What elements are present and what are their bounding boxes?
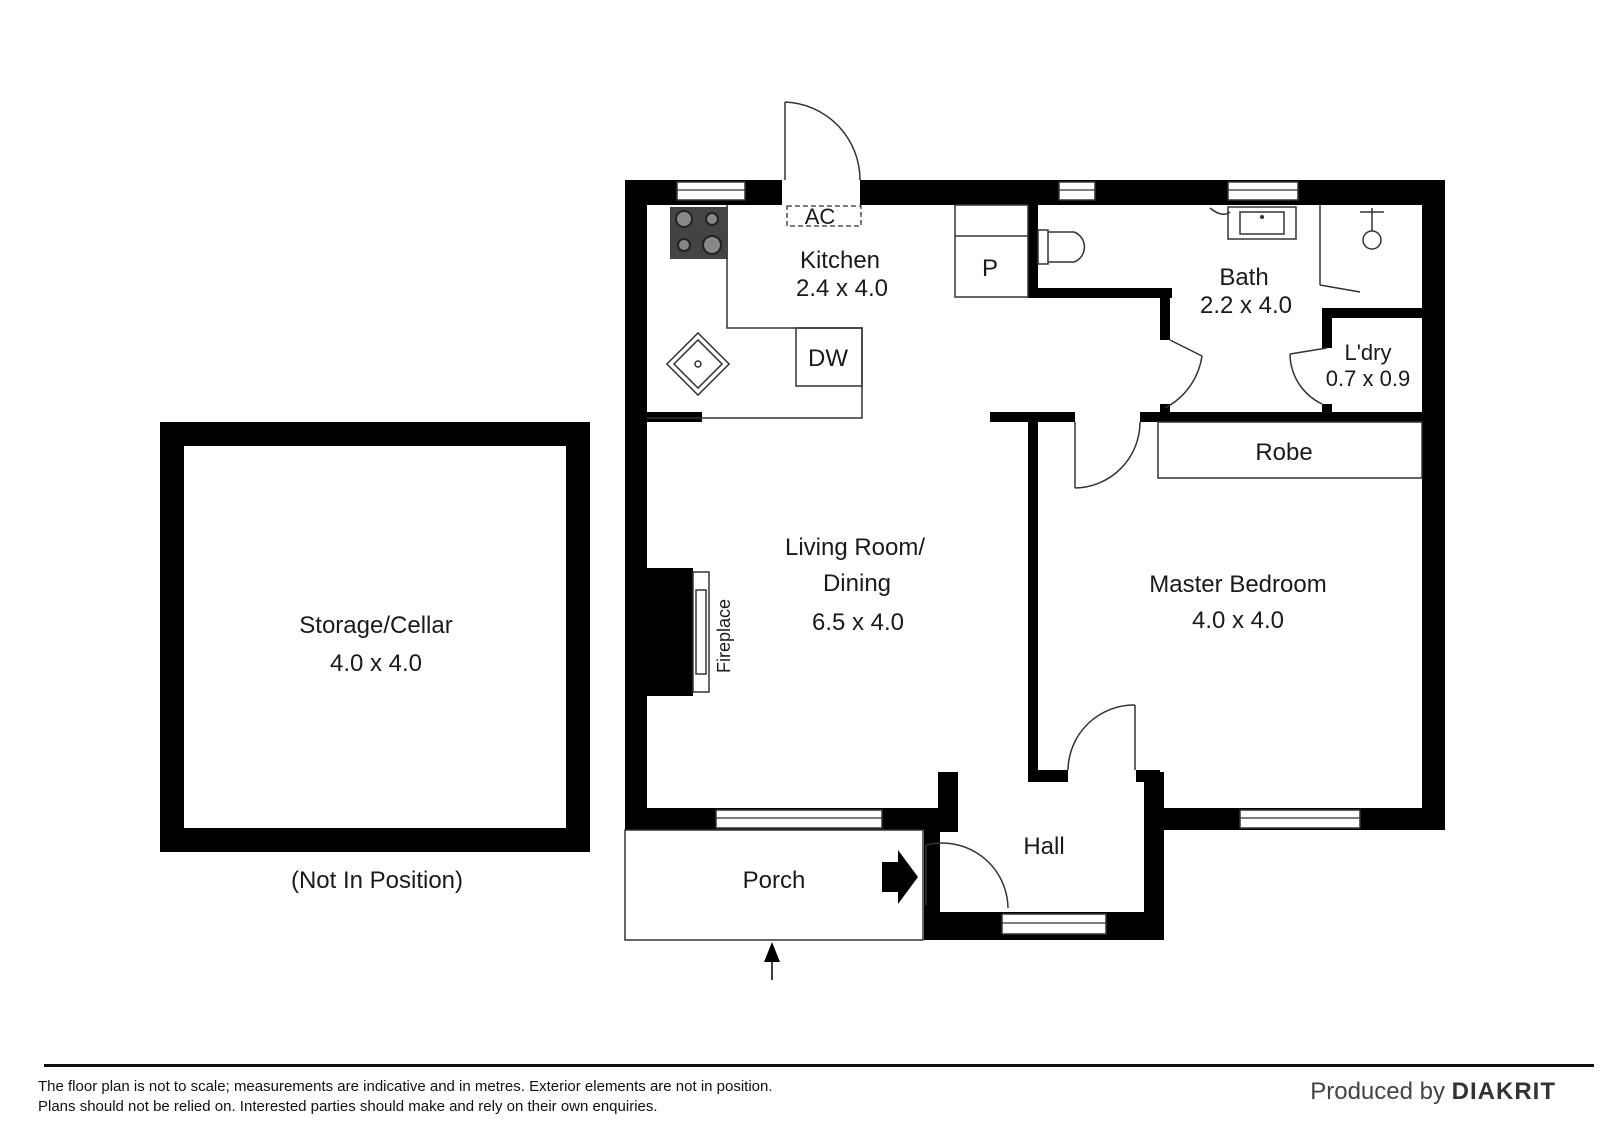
sink-icon	[665, 331, 731, 397]
storage-size: 4.0 x 4.0	[330, 650, 422, 677]
shower-icon	[1319, 205, 1384, 293]
laundry-size: 0.7 x 0.9	[1326, 366, 1410, 391]
entry-arrow-icon	[882, 850, 918, 904]
disclaimer-line-1: The floor plan is not to scale; measurem…	[38, 1078, 773, 1095]
ac-label: AC	[805, 204, 836, 229]
interior-doors	[925, 339, 1328, 909]
hall-label: Hall	[1023, 833, 1064, 860]
disclaimer-line-2: Plans should not be relied on. Intereste…	[38, 1098, 658, 1115]
front-arrow-icon	[764, 942, 780, 962]
vanity-basin-icon	[1209, 206, 1297, 240]
fireplace-icon	[647, 568, 710, 696]
storage-note: (Not In Position)	[291, 867, 463, 894]
kitchen-fixtures	[647, 204, 1029, 419]
produced-by-text: Produced by	[1310, 1078, 1445, 1105]
bath-fixtures	[1037, 205, 1384, 293]
master-bedroom-size: 4.0 x 4.0	[1192, 607, 1284, 634]
living-name-line2: Dining	[823, 570, 891, 597]
living-name-line1: Living Room/	[785, 534, 925, 561]
master-bedroom-name: Master Bedroom	[1149, 571, 1326, 598]
porch-area	[624, 829, 924, 980]
kitchen-name: Kitchen	[800, 247, 880, 274]
bath-name: Bath	[1219, 264, 1268, 291]
interior-walls	[647, 205, 1424, 782]
dishwasher-label: DW	[808, 345, 848, 372]
windows	[676, 181, 1361, 935]
pantry-box	[954, 204, 1029, 298]
exterior-walls	[625, 180, 1445, 940]
toilet-icon	[1037, 229, 1086, 265]
living-size: 6.5 x 4.0	[812, 609, 904, 636]
dishwasher-box	[795, 327, 863, 387]
footer-divider	[44, 1064, 1594, 1067]
bath-size: 2.2 x 4.0	[1200, 292, 1292, 319]
fireplace-label: Fireplace	[714, 599, 734, 673]
storage-name: Storage/Cellar	[299, 612, 452, 639]
porch-label: Porch	[743, 867, 806, 894]
pantry-label: P	[982, 255, 998, 282]
robe-box	[1157, 421, 1423, 479]
laundry-name: L'dry	[1345, 340, 1392, 365]
kitchen-size: 2.4 x 4.0	[796, 275, 888, 302]
producer-credit: Produced by DIAKRIT	[1310, 1078, 1556, 1106]
robe-label: Robe	[1255, 439, 1312, 466]
kitchen-external-door	[782, 101, 861, 205]
ac-unit-box	[786, 205, 862, 227]
brand-logo: DIAKRIT	[1451, 1078, 1556, 1105]
